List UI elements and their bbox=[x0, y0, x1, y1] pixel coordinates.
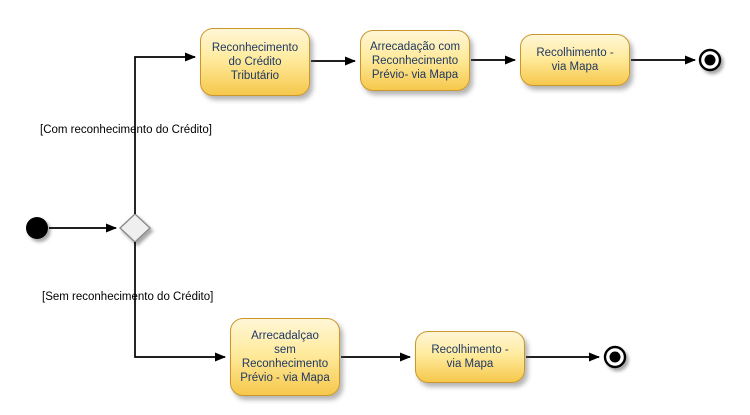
edge-decision-to-node1 bbox=[134, 52, 196, 214]
guard-label-without-recognition: [Sem reconhecimento do Crédito] bbox=[42, 291, 214, 303]
activity-node-label: Recolhimento - via Mapa bbox=[536, 47, 614, 73]
final-node-bottom bbox=[603, 345, 627, 369]
activity-recolhimento-via-mapa-bottom: Recolhimento - via Mapa bbox=[415, 331, 525, 383]
final-node-top bbox=[698, 48, 722, 72]
initial-node bbox=[26, 217, 48, 239]
activity-recolhimento-via-mapa-top: Recolhimento - via Mapa bbox=[520, 34, 630, 86]
activity-node-label: Arrecadalçao sem Reconhecimento Prévio -… bbox=[240, 330, 330, 384]
guard-label-with-recognition: [Com reconhecimento do Crédito] bbox=[40, 124, 212, 136]
activity-arrecadacao-sem-reconhecimento-previo: Arrecadalçao sem Reconhecimento Prévio -… bbox=[230, 318, 340, 396]
edge-decision-to-node4 bbox=[134, 242, 226, 362]
decision-node bbox=[118, 213, 152, 243]
activity-node-label: Recolhimento - via Mapa bbox=[431, 344, 509, 370]
activity-reconhecimento-credito-tributario: Reconhecimento do Crédito Tributário bbox=[200, 28, 310, 96]
activity-node-label: Reconhecimento do Crédito Tributário bbox=[211, 42, 299, 82]
activity-arrecadacao-com-reconhecimento-previo: Arrecadação com Reconhecimento Prévio- v… bbox=[360, 30, 470, 91]
activity-node-label: Arrecadação com Reconhecimento Prévio- v… bbox=[369, 40, 461, 81]
